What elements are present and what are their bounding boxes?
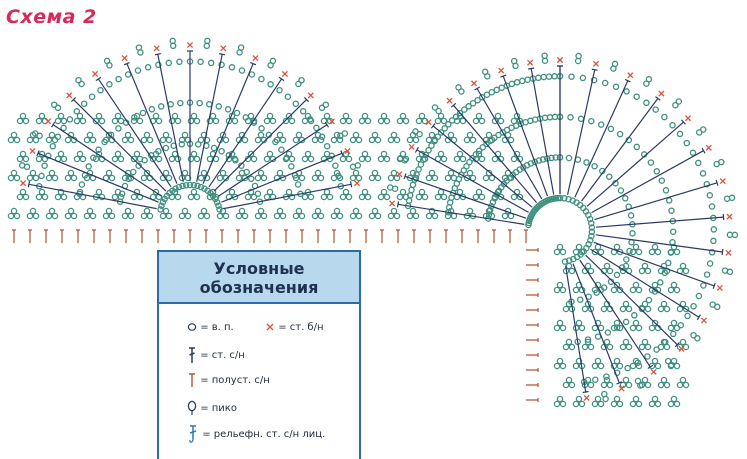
legend-chain-text: = в. п. bbox=[200, 322, 234, 333]
legend-double-crochet-text: = ст. с/н bbox=[200, 350, 245, 361]
legend-relief: = рельефн. ст. с/н лиц. bbox=[187, 424, 325, 444]
legend-box: Условные обозначения = в. п. = ст. б/н =… bbox=[157, 250, 361, 459]
legend-heading-line2: обозначения bbox=[199, 278, 319, 297]
legend-double-crochet: = ст. с/н bbox=[187, 346, 245, 364]
legend-picot-text: = пико bbox=[200, 403, 237, 414]
foundation-row bbox=[12, 229, 539, 402]
legend-relief-text: = рельефн. ст. с/н лиц. bbox=[202, 429, 326, 440]
chain-icon bbox=[187, 323, 197, 331]
legend-half-double: = полуст. с/н bbox=[187, 372, 270, 388]
legend-single-crochet: = ст. б/н bbox=[265, 322, 324, 333]
legend-heading: Условные обозначения bbox=[159, 252, 359, 304]
half-double-icon bbox=[189, 373, 195, 387]
fan-region bbox=[18, 37, 739, 403]
legend-half-double-text: = полуст. с/н bbox=[200, 375, 270, 386]
cross-icon bbox=[266, 323, 274, 331]
legend-picot: = пико bbox=[187, 400, 237, 416]
legend-chain: = в. п. bbox=[187, 322, 234, 333]
scheme-title: Схема 2 bbox=[6, 6, 97, 28]
relief-stitch-icon bbox=[189, 425, 197, 443]
legend-single-crochet-text: = ст. б/н bbox=[278, 322, 324, 333]
mesh-region bbox=[7, 112, 690, 408]
legend-heading-line1: Условные bbox=[213, 259, 305, 278]
double-crochet-icon bbox=[189, 347, 195, 363]
picot-icon bbox=[187, 400, 197, 415]
